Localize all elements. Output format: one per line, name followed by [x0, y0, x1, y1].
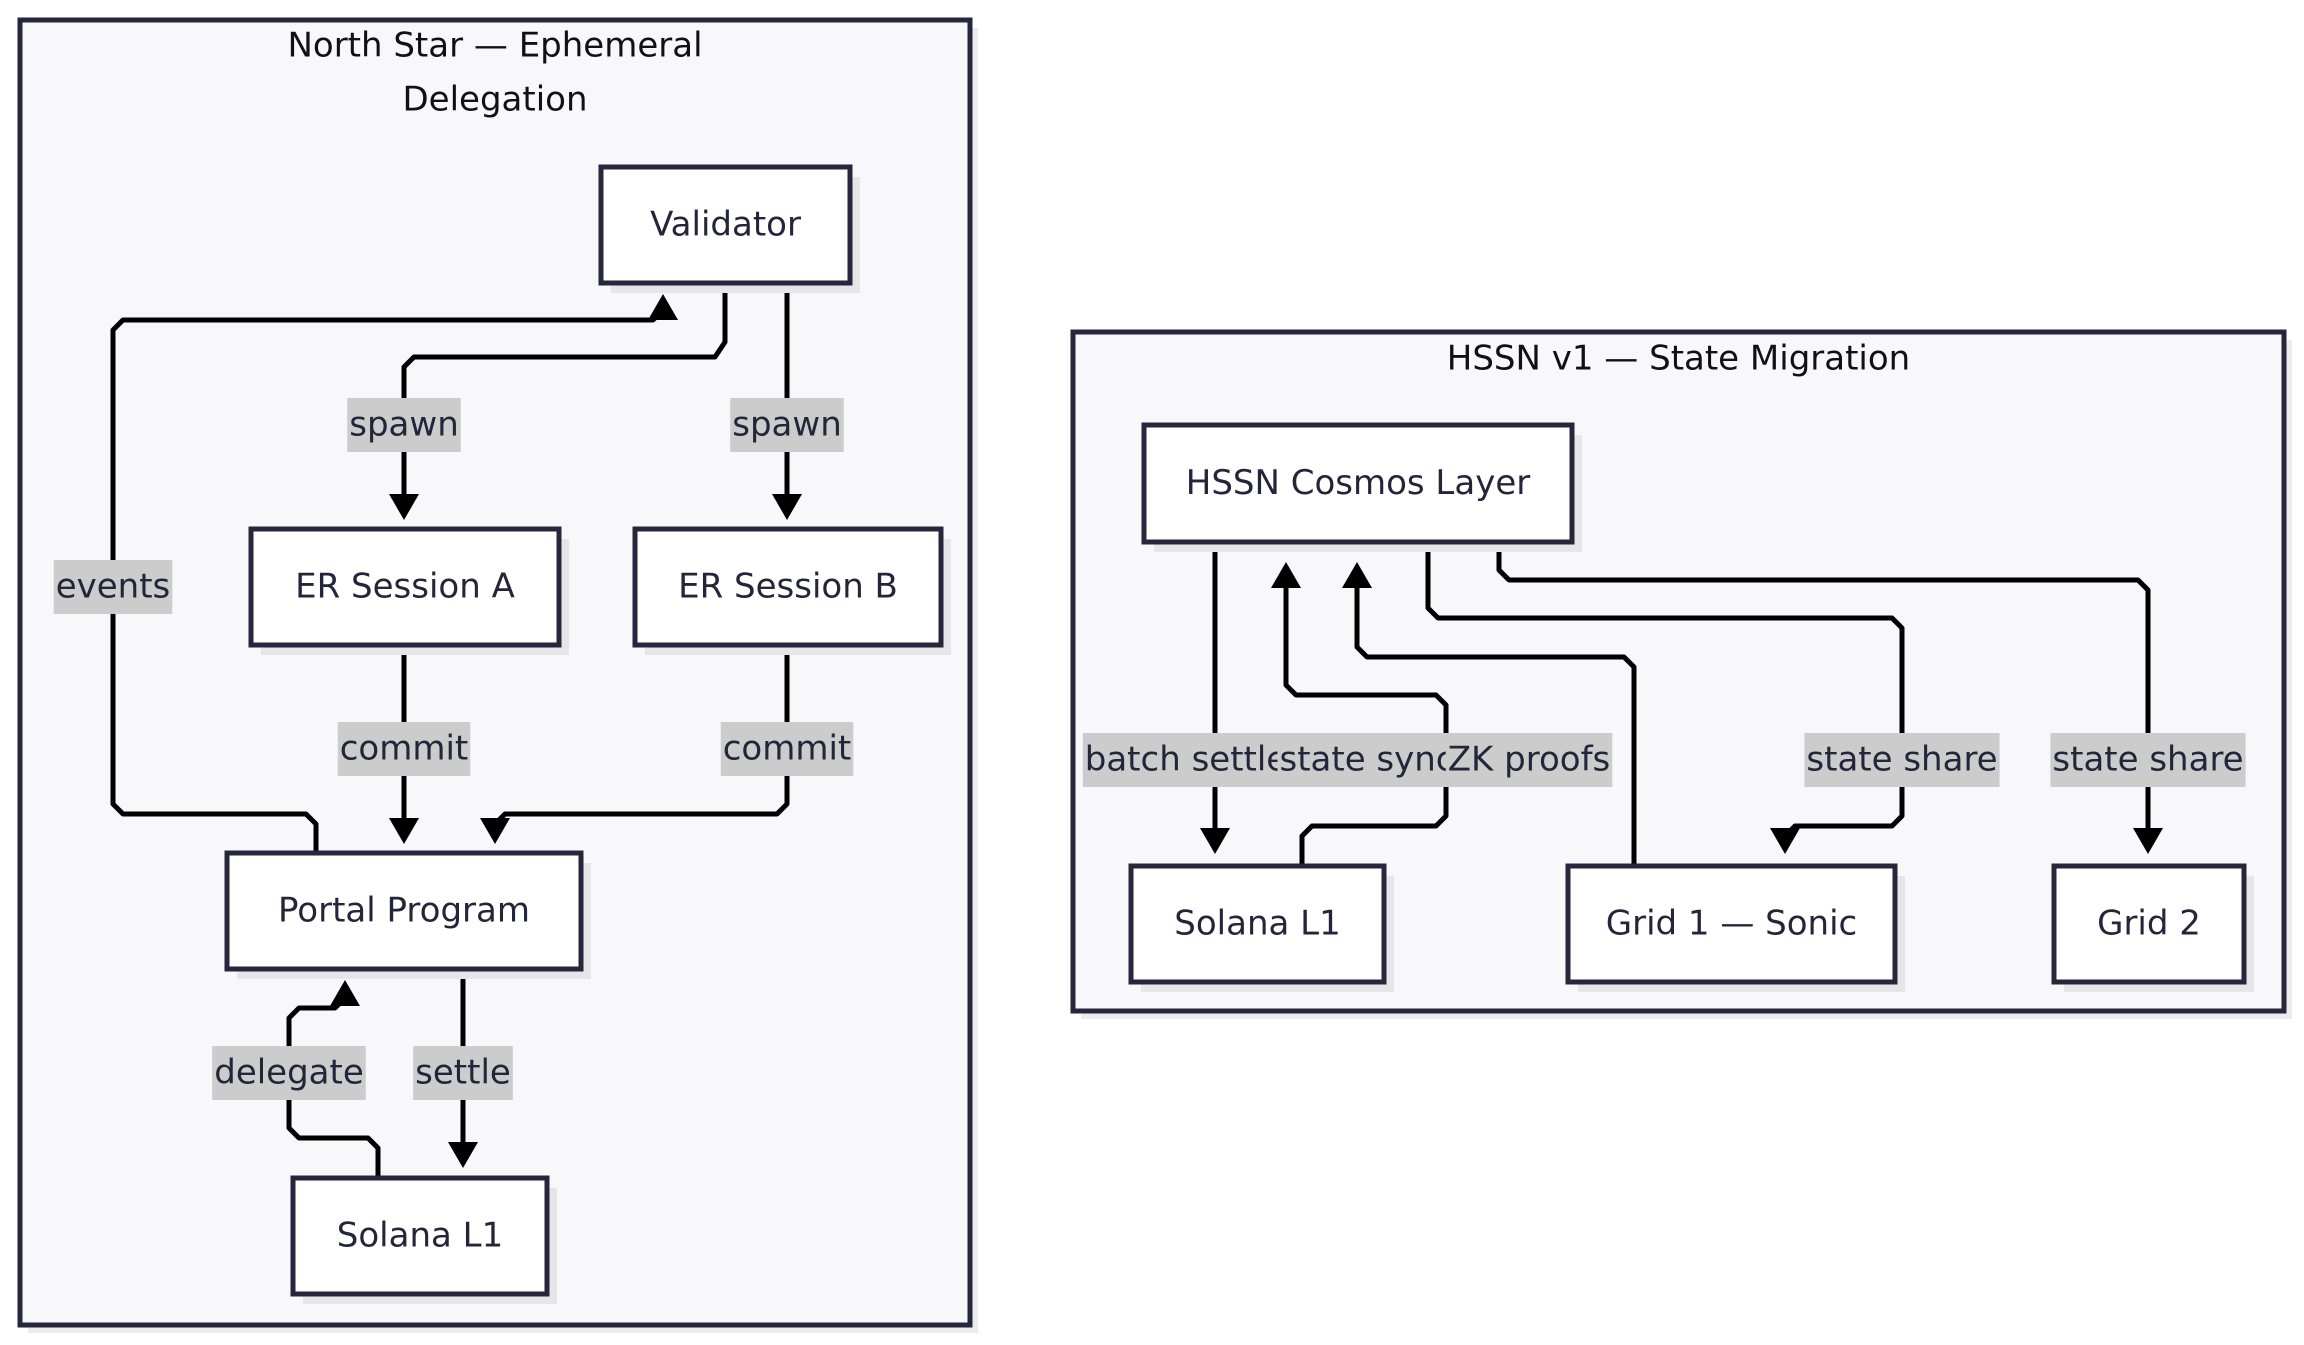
- edge-label-text: state share: [2052, 740, 2243, 780]
- node-label: Grid 1 — Sonic: [1606, 904, 1857, 944]
- edge-label-background: [1804, 733, 2000, 787]
- arrowhead-icon: [330, 980, 360, 1006]
- edge-grid1-to-cosmos[interactable]: [1342, 562, 1637, 866]
- edge-validator-to-er_a[interactable]: [389, 284, 728, 520]
- edge-label: commit: [337, 722, 471, 776]
- edge-label-background: [720, 722, 854, 776]
- edge-label: batch settle: [1082, 733, 1290, 787]
- node-box[interactable]: [224, 850, 584, 972]
- edge-label: spawn: [730, 398, 844, 452]
- edge-line[interactable]: [1496, 542, 2151, 846]
- node-box[interactable]: [632, 526, 944, 648]
- cluster-title: North Star — Ephemeral: [287, 26, 702, 66]
- node-cosmos[interactable]: HSSN Cosmos Layer: [1141, 422, 1582, 552]
- node-er_a[interactable]: ER Session A: [248, 526, 569, 655]
- edge-label: spawn: [347, 398, 461, 452]
- node-grid1[interactable]: Grid 1 — Sonic: [1565, 863, 1905, 992]
- edge-label-text: commit: [340, 729, 469, 769]
- edge-label: events: [53, 560, 173, 614]
- node-label: Portal Program: [278, 891, 530, 931]
- edge-label-background: [1445, 733, 1613, 787]
- node-box[interactable]: [2051, 863, 2247, 985]
- edge-label-background: [347, 398, 461, 452]
- edge-cosmos-to-grid1[interactable]: [1425, 542, 1905, 854]
- edge-label-text: state share: [1806, 740, 1997, 780]
- node-label: Solana L1: [1174, 904, 1340, 944]
- edge-cosmos-to-solana_h[interactable]: [1200, 542, 1230, 854]
- edge-label-text: commit: [723, 729, 852, 769]
- arrowhead-icon: [648, 294, 678, 320]
- edge-label-background: [212, 1046, 366, 1100]
- arrowhead-icon: [772, 494, 802, 520]
- node-label: Grid 2: [2097, 904, 2201, 944]
- node-box[interactable]: [1141, 422, 1575, 545]
- arrowhead-icon: [1200, 828, 1230, 854]
- cluster-title: Delegation: [402, 80, 587, 120]
- arrowhead-icon: [389, 494, 419, 520]
- edge-label: ZK proofs: [1445, 733, 1613, 787]
- node-er_b[interactable]: ER Session B: [632, 526, 951, 655]
- edge-label-background: [413, 1046, 513, 1100]
- edge-er_b-to-portal[interactable]: [480, 646, 790, 844]
- edge-label-text: ZK proofs: [1448, 740, 1611, 780]
- edge-label: state share: [2050, 733, 2246, 787]
- edge-label: state share: [1804, 733, 2000, 787]
- arrowhead-icon: [389, 818, 419, 844]
- node-box[interactable]: [1565, 863, 1898, 985]
- edge-label-background: [2050, 733, 2246, 787]
- node-solana_h[interactable]: Solana L1: [1128, 863, 1394, 992]
- edge-label-text: events: [56, 567, 171, 607]
- edge-label-background: [730, 398, 844, 452]
- edge-label-text: settle: [415, 1053, 511, 1093]
- edge-line[interactable]: [1354, 570, 1637, 866]
- node-validator[interactable]: Validator: [598, 164, 860, 293]
- edge-label-background: [53, 560, 173, 614]
- edge-label-background: [1082, 733, 1290, 787]
- arrowhead-icon: [1271, 562, 1301, 588]
- edge-label-text: spawn: [732, 405, 842, 445]
- edge-label: commit: [720, 722, 854, 776]
- cluster-title: HSSN v1 — State Migration: [1447, 339, 1910, 379]
- edge-label-text: state sync: [1279, 740, 1454, 780]
- node-label: ER Session A: [295, 567, 515, 607]
- edge-cosmos-to-grid2[interactable]: [1496, 542, 2163, 854]
- arrowhead-icon: [2133, 828, 2163, 854]
- arrowhead-icon: [448, 1142, 478, 1168]
- edge-label-text: delegate: [214, 1053, 364, 1093]
- node-label: Validator: [650, 205, 801, 245]
- edge-label-text: batch settle: [1085, 740, 1287, 780]
- node-label: Solana L1: [337, 1216, 503, 1256]
- node-label: ER Session B: [678, 567, 898, 607]
- node-grid2[interactable]: Grid 2: [2051, 863, 2254, 992]
- edge-label-text: spawn: [349, 405, 459, 445]
- arrowhead-icon: [1342, 562, 1372, 588]
- edge-line[interactable]: [401, 284, 728, 512]
- edge-label: delegate: [212, 1046, 366, 1100]
- node-box[interactable]: [598, 164, 853, 286]
- node-portal[interactable]: Portal Program: [224, 850, 591, 979]
- node-box[interactable]: [290, 1175, 550, 1297]
- node-box[interactable]: [248, 526, 562, 648]
- arrowhead-icon: [1770, 828, 1800, 854]
- node-label: HSSN Cosmos Layer: [1186, 463, 1530, 503]
- node-box[interactable]: [1128, 863, 1387, 985]
- edge-label-background: [1277, 733, 1457, 787]
- arrowhead-icon: [480, 818, 510, 844]
- edge-label: settle: [413, 1046, 513, 1100]
- edge-label: state sync: [1277, 733, 1457, 787]
- edge-label-background: [337, 722, 471, 776]
- node-solana_ns[interactable]: Solana L1: [290, 1175, 557, 1304]
